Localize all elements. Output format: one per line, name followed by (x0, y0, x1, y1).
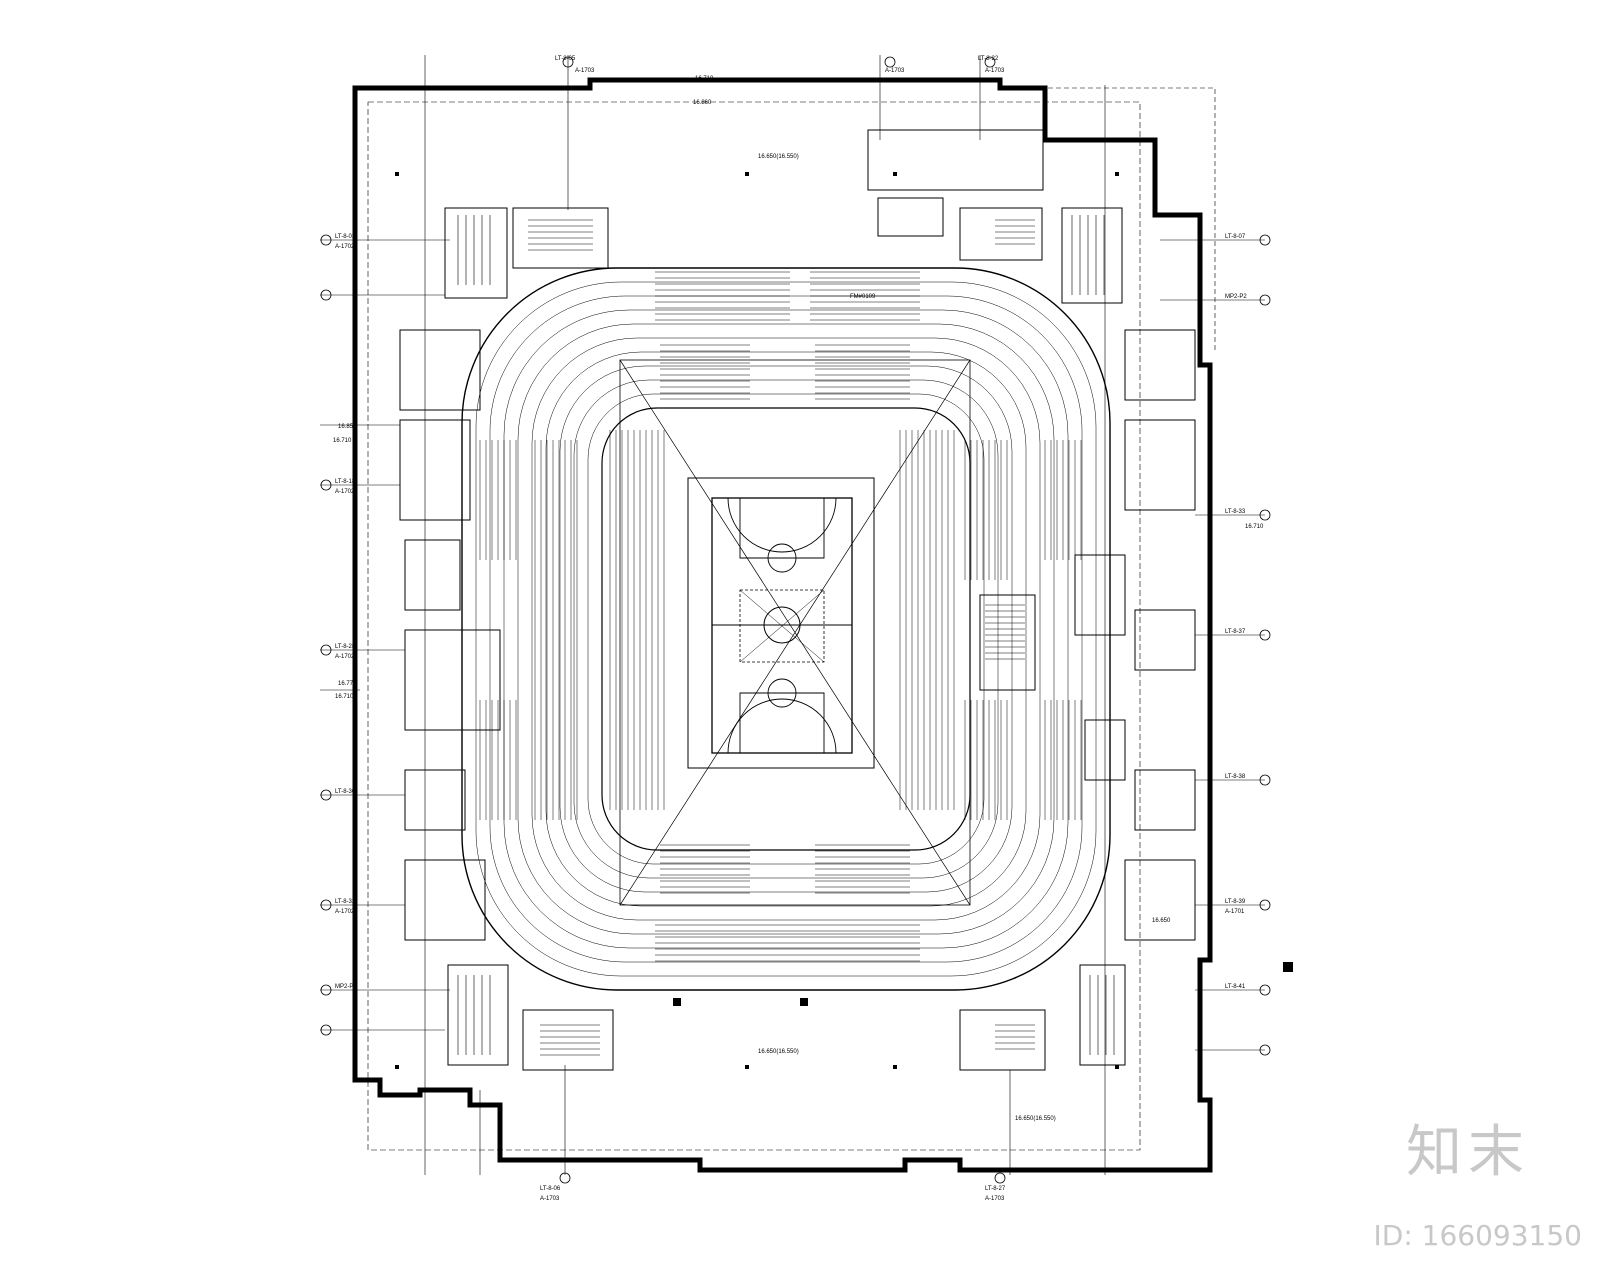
section-mark-right-8: LT-8-41 (1225, 984, 1246, 990)
seat-block-south (655, 844, 920, 962)
section-mark-right-1: LT-8-07 (1225, 234, 1246, 240)
section-mark-top-4: A-1703 (885, 68, 905, 74)
seat-block-north (655, 271, 920, 400)
seating-bowl (461, 267, 1111, 991)
section-mark-left-4: A-1702 (335, 489, 355, 495)
section-mark-left-5: LT-8-28 (335, 644, 356, 650)
section-mark-right-5: LT-8-38 (1225, 774, 1246, 780)
annotations: 16.710 16.860 16.850 16.710 16.770 16.71… (333, 56, 1264, 1202)
section-mark-bottom-2: LT-8-27 (985, 1186, 1006, 1192)
section-mark-right-4: LT-8-37 (1225, 629, 1246, 635)
section-mark-left-1: LT-8-03 (335, 234, 356, 240)
section-mark-bottom-1: LT-8-06 (540, 1186, 561, 1192)
north-lobby-label: 16.650(16.550) (758, 154, 799, 160)
section-mark-top-3: A-1703 (575, 68, 595, 74)
stairs (457, 215, 1115, 1056)
basketball-court (711, 497, 853, 754)
room-cores (399, 129, 1196, 1071)
column-grid (395, 172, 1293, 1069)
section-mark-left-9: A-1702 (335, 909, 355, 915)
section-mark-left-3: LT-8-18 (335, 479, 356, 485)
section-mark-right-7: A-1701 (1225, 909, 1245, 915)
section-mark-top-5: A-1703 (985, 68, 1005, 74)
section-mark-left-2: A-1702 (335, 244, 355, 250)
elevation-left-upper-b: 16.710 (333, 438, 352, 444)
elevation-left-mid-a: 16.770 (338, 681, 357, 687)
section-mark-bottom-4: A-1703 (985, 1196, 1005, 1202)
section-markers (320, 56, 1271, 1184)
section-mark-top-2: LT-8-22 (978, 56, 999, 62)
south-lobby-label: 16.650(16.550) (758, 1049, 799, 1055)
seat-zone-label: FM#0109 (850, 294, 876, 300)
section-mark-bottom-3: A-1703 (540, 1196, 560, 1202)
section-mark-left-6: A-1702 (335, 654, 355, 660)
elevation-left-mid-b: 16.710 (335, 694, 354, 700)
section-mark-right-2: MP2-P2 (1225, 294, 1247, 300)
seating-blocks (479, 271, 1082, 962)
section-mark-left-8: LT-8-32 (335, 899, 356, 905)
section-mark-left-10: MP2-P4 (335, 984, 357, 990)
elevation-top: 16.710 (695, 76, 714, 82)
south-east-label: 16.650(16.550) (1015, 1116, 1056, 1122)
elevation-right-lower: 16.650 (1152, 918, 1171, 924)
elevation-top-marker: 16.860 (693, 100, 712, 106)
seat-block-east (899, 430, 1082, 820)
seat-block-west (479, 430, 665, 820)
arena-floor (619, 359, 971, 906)
leader-lines (320, 55, 1265, 1175)
watermark-id: ID: 166093150 (1373, 1219, 1582, 1252)
section-mark-left-7: LT-8-30 (335, 789, 356, 795)
watermark-logo: 知末 (1406, 1120, 1530, 1185)
section-mark-top-1: LT-8-05 (555, 56, 576, 62)
elevation-right-upper: 16.710 (1245, 524, 1264, 530)
elevation-left-upper-a: 16.850 (338, 424, 357, 430)
section-mark-right-3: LT-8-33 (1225, 509, 1246, 515)
building-envelope (352, 77, 1216, 1173)
section-mark-right-6: LT-8-39 (1225, 899, 1246, 905)
